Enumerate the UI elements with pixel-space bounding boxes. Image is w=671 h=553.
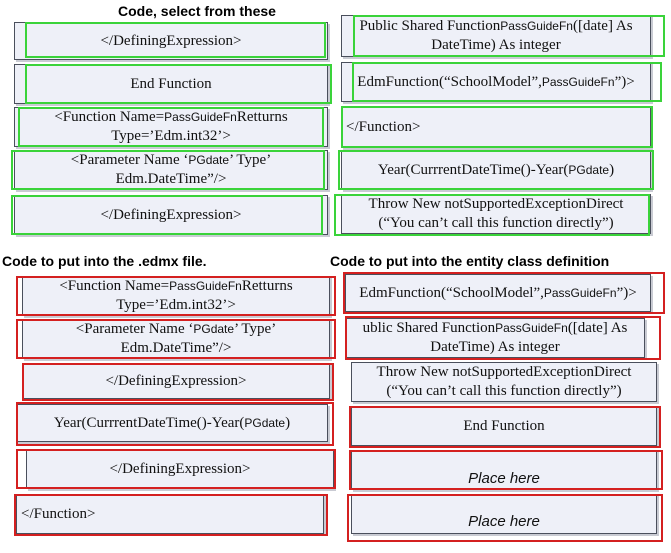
heading-source: Code, select from these [118,3,276,19]
source-item-function-end[interactable]: </Function> [341,106,651,148]
item-text: <Function Name= [54,109,165,125]
edmx-slot-6[interactable]: </Function> [16,494,324,534]
item-text: ) [285,414,291,431]
item-text: ublic Shared Function [362,320,496,336]
item-text: ”)> [614,73,635,90]
item-text: Type=’Edm.int32’> [111,128,231,144]
param-name: PGdate [188,153,230,167]
item-text: ([date] As [567,320,628,336]
source-item-defining-end-1[interactable]: </DefiningExpression> [14,22,328,60]
item-text: DateTime) As integer [431,37,561,53]
item-text: Throw New notSupportedExceptionDirect [376,364,632,380]
item-text: (“You can’t call this function directly”… [378,215,614,231]
edmx-slot-1[interactable]: <Function Name=PassGuideFnRetturns Type=… [22,276,330,316]
item-text: Public Shared Function [359,18,501,34]
item-text: EdmFunction(“SchoolModel”, [359,284,544,301]
source-item-edmfunction[interactable]: EdmFunction(“SchoolModel”,PassGuideFn”)> [341,62,651,102]
item-text: DateTime) As integer [430,339,560,355]
edmx-slot-5[interactable]: </DefiningExpression> [26,449,334,489]
function-name: PassGuideFn [541,74,615,89]
item-text: <Parameter Name ‘ [75,321,194,337]
source-item-defining-end-2[interactable]: </DefiningExpression> [14,195,328,235]
edmx-slot-2[interactable]: <Parameter Name ‘PGdate’ Type’ Edm.DateT… [22,319,330,359]
edmx-slot-4[interactable]: Year(CurrrentDateTime()-Year(PGdate) [16,404,328,442]
placeholder-label: Place here [468,470,540,487]
function-name: PassGuideFn [164,110,237,124]
source-item-function-name[interactable]: <Function Name=PassGuideFnRetturns Type=… [14,107,328,147]
heading-entity: Code to put into the entity class defini… [330,253,610,269]
placeholder-label: Place here [468,513,540,530]
source-item-public-shared[interactable]: Public Shared FunctionPassGuideFn([date]… [341,15,651,57]
param-name: PGdate [568,162,610,177]
source-item-end-function[interactable]: End Function [14,64,328,104]
entity-slot-1[interactable]: EdmFunction(“SchoolModel”,PassGuideFn”)> [345,274,651,312]
source-item-throw-new[interactable]: Throw New notSupportedExceptionDirect (“… [341,194,651,234]
item-text: ) [609,161,615,178]
param-name: PGdate [244,415,286,430]
item-text: </Function> [346,118,421,135]
source-item-parameter[interactable]: <Parameter Name ‘PGdate’ Type’ Edm.DateT… [14,150,328,190]
item-text: </DefiningExpression> [100,32,242,49]
item-text: Year(CurrrentDateTime()-Year( [53,414,245,431]
item-text: ’ Type’ [229,152,272,168]
entity-slot-6-placeholder[interactable]: Place here [351,494,657,534]
item-text: </DefiningExpression> [109,460,251,477]
item-text: End Function [463,417,545,434]
item-text: </DefiningExpression> [100,206,242,223]
item-text: ([date] As [572,18,633,34]
item-text: ”)> [616,284,637,301]
source-item-year-expression[interactable]: Year(CurrrentDateTime()-Year(PGdate) [341,150,651,190]
function-name: PassGuideFn [169,279,242,293]
param-name: PGdate [193,322,235,336]
item-text: (“You can’t call this function directly”… [386,383,622,399]
item-text: </DefiningExpression> [105,372,247,389]
entity-slot-5-placeholder[interactable]: Place here [351,450,657,490]
item-text: Throw New notSupportedExceptionDirect [368,196,624,212]
entity-slot-4[interactable]: End Function [351,406,657,446]
item-text: Edm.DateTime”/> [115,171,227,187]
item-text: <Function Name= [59,278,170,294]
heading-edmx: Code to put into the .edmx file. [2,253,207,269]
item-text: EdmFunction(“SchoolModel”, [357,73,542,90]
item-text: ’ Type’ [234,321,277,337]
function-name: PassGuideFn [500,19,573,33]
function-name: PassGuideFn [495,321,568,335]
entity-slot-3[interactable]: Throw New notSupportedExceptionDirect (“… [351,362,657,402]
entity-slot-2[interactable]: ublic Shared FunctionPassGuideFn([date] … [345,318,645,358]
item-text: </Function> [21,505,96,522]
item-text: Year(CurrrentDateTime()-Year( [377,161,569,178]
function-name: PassGuideFn [543,285,617,300]
item-text: <Parameter Name ‘ [70,152,189,168]
item-text: Retturns [236,109,288,125]
item-text: Edm.DateTime”/> [120,340,232,356]
item-text: End Function [130,75,212,92]
edmx-slot-3[interactable]: </DefiningExpression> [22,363,330,399]
item-text: Retturns [241,278,293,294]
item-text: Type=’Edm.int32’> [116,297,236,313]
